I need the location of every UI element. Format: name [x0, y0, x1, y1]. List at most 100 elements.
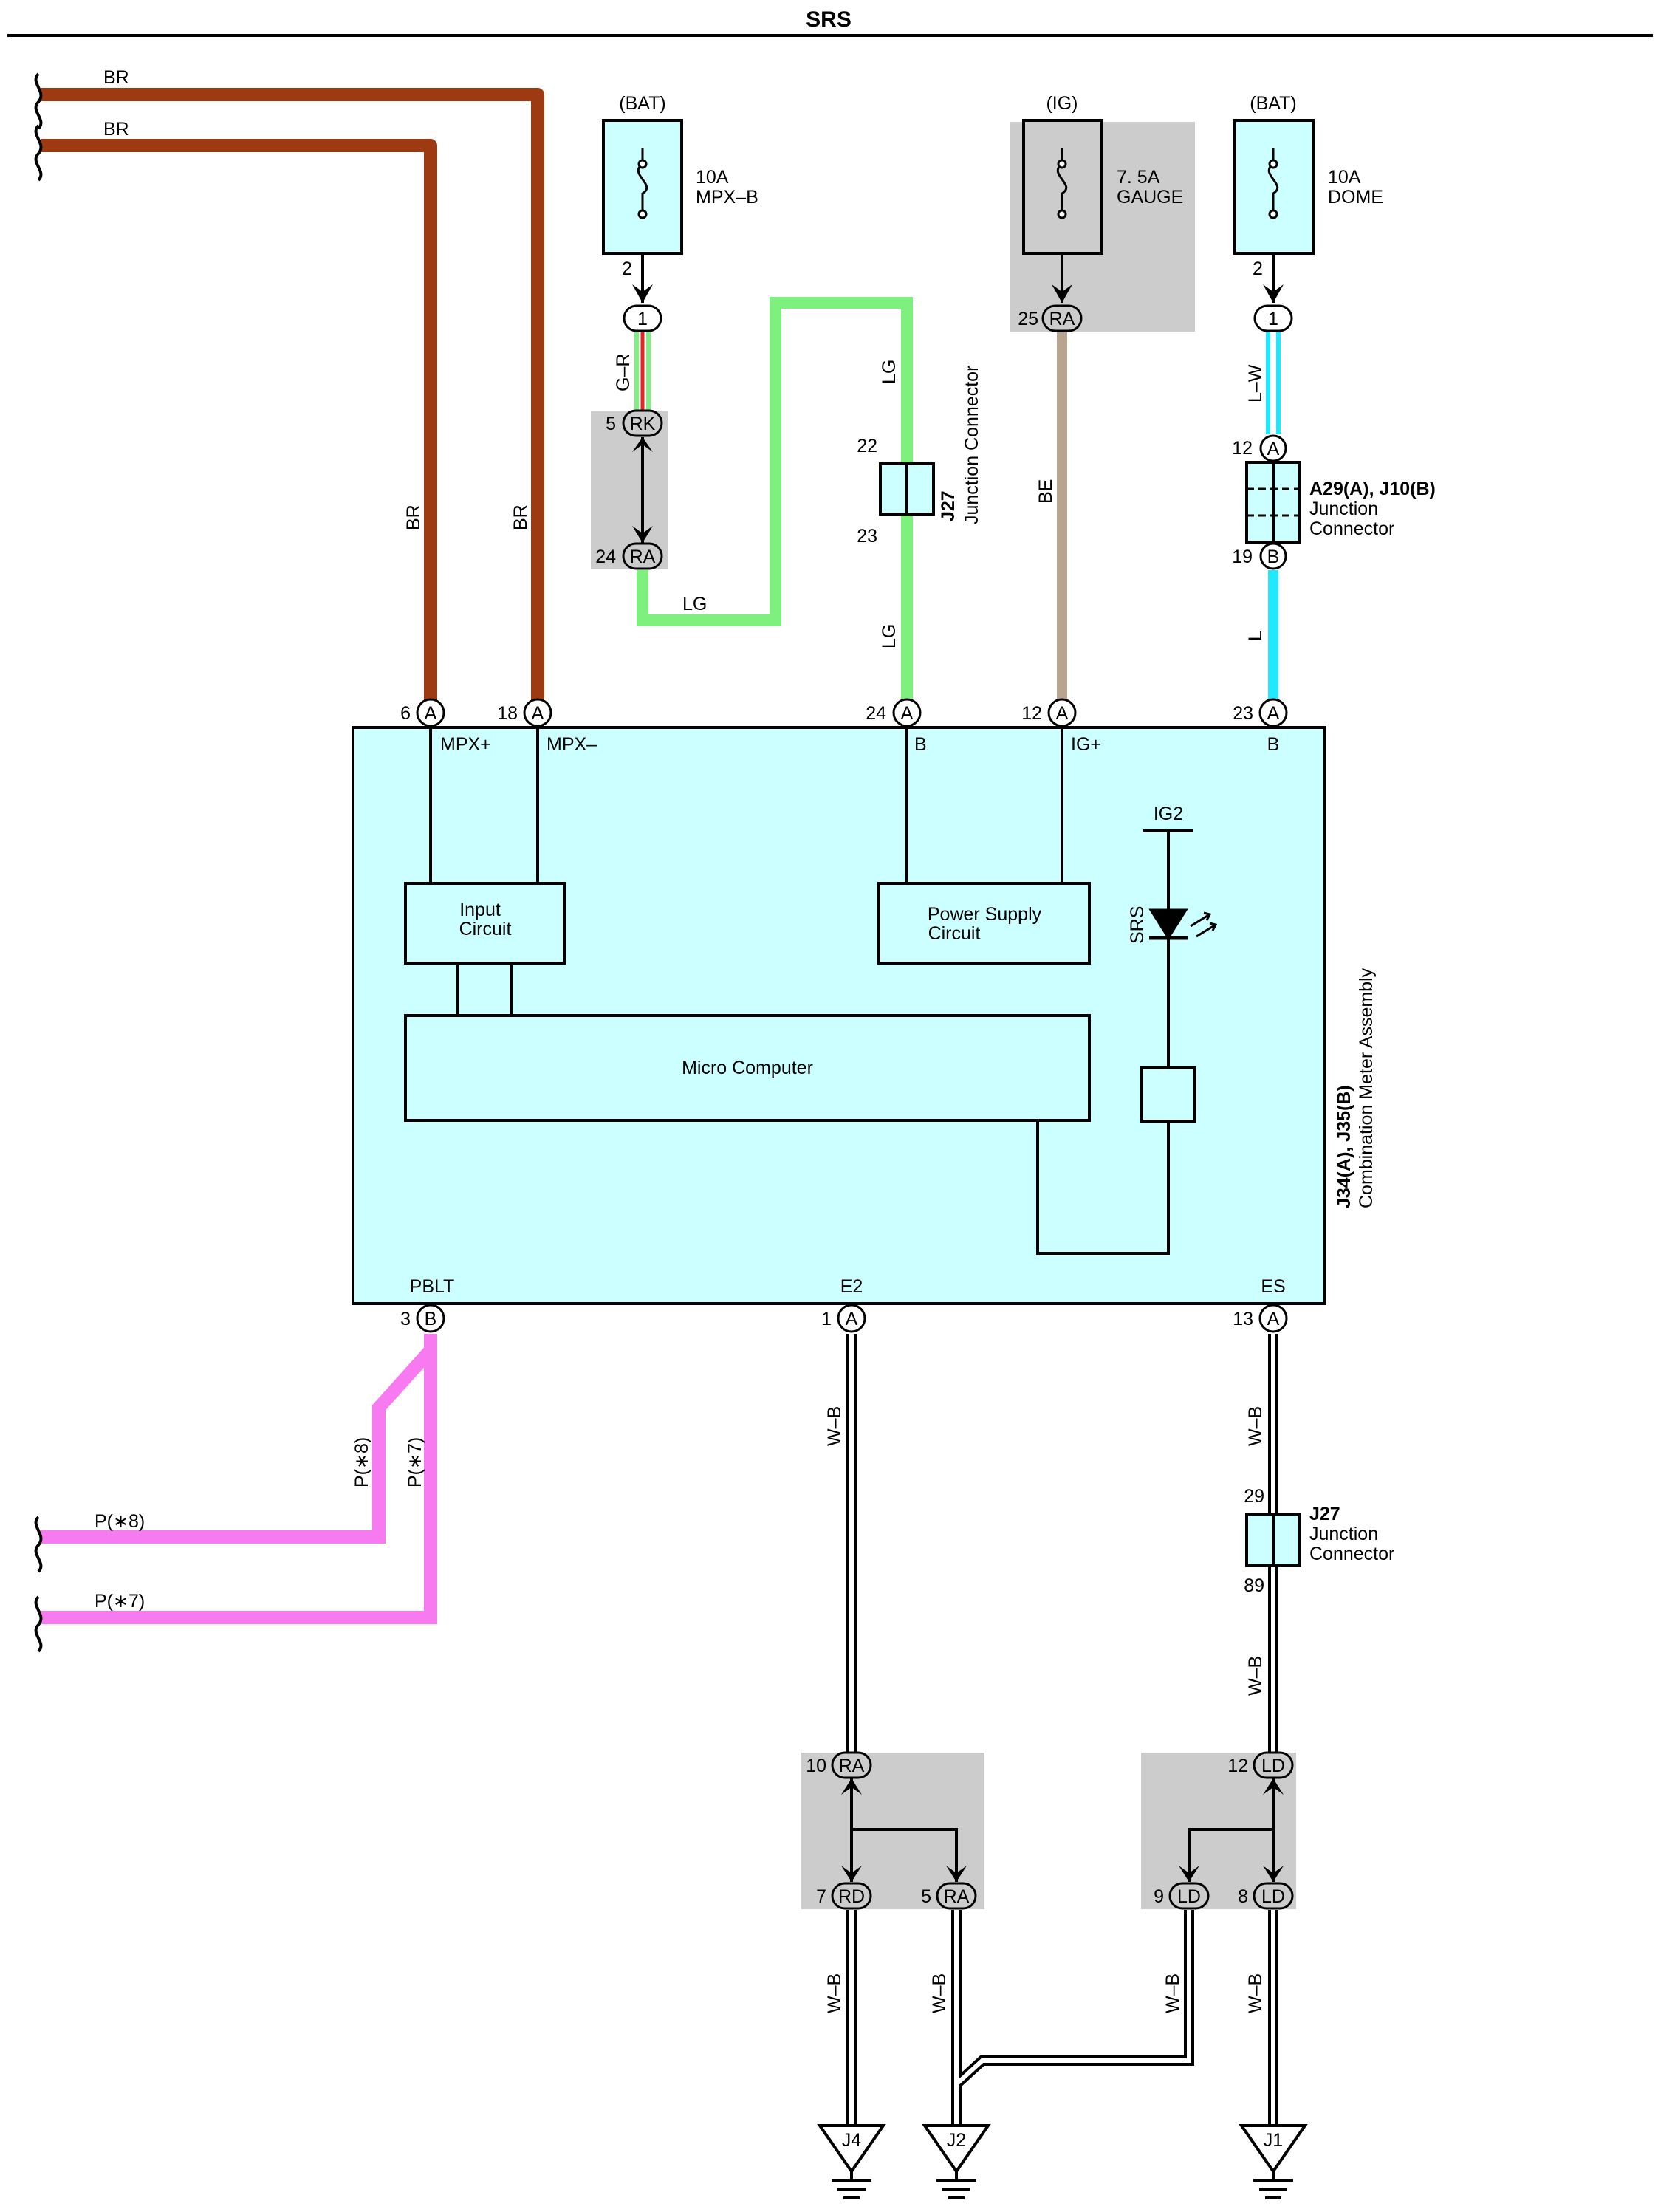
arrow-rd7-down	[841, 1866, 862, 1882]
terminal-a-23: A	[1258, 698, 1288, 727]
terminal-mpx-minus: MPX–	[547, 734, 597, 755]
junction-j27-bottom-label-1: Junction	[1309, 1524, 1378, 1544]
terminal-a-6: A	[416, 698, 445, 727]
shade-splice-rk	[591, 411, 668, 569]
pin-12-a29: 12	[1232, 438, 1253, 459]
svg-text:RK: RK	[630, 414, 656, 434]
pin-18: 18	[497, 703, 518, 724]
svg-text:RA: RA	[1049, 309, 1075, 329]
pin-5-ra: 5	[921, 1886, 931, 1907]
svg-text:J1: J1	[1264, 2130, 1283, 2151]
svg-text:A: A	[846, 1309, 858, 1329]
ground-j2: J2	[922, 2124, 991, 2199]
diagram-title: SRS	[806, 7, 852, 32]
pin-19: 19	[1232, 547, 1253, 567]
pin-7: 7	[816, 1886, 826, 1907]
fuse-dome-rating: 10A	[1328, 167, 1361, 188]
srs-driver-block	[1140, 1066, 1196, 1123]
fuse-mpxb-source: (BAT)	[619, 93, 665, 114]
terminal-pblt: PBLT	[410, 1276, 455, 1297]
pin-25: 25	[1018, 309, 1038, 329]
assembly-name: Combination Meter Assembly	[1356, 968, 1377, 1208]
pin-24-meter: 24	[866, 703, 886, 724]
ig2-label: IG2	[1154, 804, 1183, 824]
svg-text:A: A	[532, 703, 544, 724]
arrow-rk-up	[632, 437, 653, 452]
connector-ld-9: LD	[1168, 1882, 1210, 1910]
junction-j27-top-label: Junction Connector	[962, 366, 982, 524]
micro-computer-label: Micro Computer	[682, 1058, 813, 1078]
svg-text:J4: J4	[842, 2130, 862, 2151]
label-l-w: L–W	[1245, 364, 1266, 403]
connector-1-mpxb: 1	[623, 304, 662, 332]
connector-ld-12: LD	[1253, 1751, 1294, 1779]
break-mark-br-1	[34, 72, 43, 130]
splice-ra-branch	[852, 1828, 958, 1882]
junction-j27-bottom-id: J27	[1309, 1504, 1340, 1524]
connector-rk: RK	[622, 409, 663, 437]
fuse-mpxb-pin: 2	[622, 258, 632, 279]
fuse-dome-source: (BAT)	[1250, 93, 1296, 114]
junction-a29-label-2: Connector	[1309, 518, 1394, 539]
fuse-mpxb-terminal-bottom	[637, 209, 648, 219]
junction-a29-id: A29(A), J10(B)	[1309, 479, 1436, 499]
svg-text:LD: LD	[1261, 1756, 1285, 1776]
terminal-b-dome: B	[1267, 734, 1280, 755]
input-circuit-label-1: Input	[459, 900, 501, 920]
pin-8: 8	[1238, 1886, 1248, 1907]
connector-ra-splice: RA	[622, 542, 663, 570]
arrow-mpxb	[632, 284, 653, 303]
power-supply-label-1: Power Supply	[928, 904, 1042, 925]
splice-ld-branch	[1188, 1828, 1273, 1882]
label-wb-j2: W–B	[929, 1973, 950, 2013]
svg-text:A: A	[425, 703, 437, 724]
svg-text:RA: RA	[944, 1886, 970, 1907]
pin-24-ra: 24	[595, 547, 616, 567]
break-mark-p-1	[34, 1516, 43, 1573]
label-p7-vertical: P(∗7)	[405, 1437, 425, 1487]
arrow-dome	[1263, 284, 1284, 303]
svg-text:A: A	[1267, 439, 1280, 459]
connector-ra-gauge: RA	[1041, 304, 1083, 332]
pin-12-ld: 12	[1227, 1756, 1248, 1776]
label-wb-j4: W–B	[824, 1973, 845, 2013]
srs-light-arrow-2	[1196, 922, 1218, 938]
pin-23: 23	[857, 526, 877, 547]
pin-13: 13	[1233, 1309, 1253, 1329]
pin-9: 9	[1154, 1886, 1164, 1907]
fuse-dome-terminal-bottom	[1268, 209, 1278, 219]
svg-text:LD: LD	[1261, 1886, 1285, 1907]
terminal-mpx-plus: MPX+	[440, 734, 491, 755]
arrow-gauge	[1052, 284, 1072, 303]
wire-p-star7	[41, 1334, 437, 1624]
terminal-ig-plus: IG+	[1071, 734, 1101, 755]
ground-j1: J1	[1239, 2124, 1308, 2199]
assembly-id: J34(A), J35(B)	[1334, 1085, 1354, 1208]
pin-5-rk: 5	[606, 414, 616, 434]
fuse-dome-terminal-top	[1268, 159, 1278, 169]
pin-6: 6	[400, 703, 411, 724]
srs-led-label: SRS	[1127, 906, 1148, 944]
pin-10: 10	[806, 1756, 826, 1776]
pin-1: 1	[821, 1309, 832, 1329]
pin-12-meter: 12	[1021, 703, 1042, 724]
label-lg-lower: LG	[879, 624, 900, 648]
terminal-e2: E2	[840, 1276, 863, 1297]
fuse-dome-name: DOME	[1328, 187, 1383, 208]
svg-text:B: B	[425, 1309, 437, 1329]
label-wb-es-bottom: W–B	[1245, 1656, 1266, 1696]
pin-89: 89	[1244, 1575, 1264, 1596]
fuse-gauge-box	[1022, 119, 1103, 255]
srs-led-icon	[1148, 908, 1188, 940]
wire-p-star8	[41, 1345, 436, 1544]
label-wb-j1: W–B	[1245, 1973, 1266, 2013]
micro-to-driver	[1036, 1120, 1170, 1255]
input-circuit-label-2: Circuit	[459, 919, 512, 939]
junction-j27-top-id: J27	[938, 490, 959, 521]
svg-text:RD: RD	[838, 1886, 865, 1907]
label-wb-e2: W–B	[824, 1406, 845, 1446]
fuse-dome-box	[1233, 119, 1315, 255]
connector-a-12: A	[1259, 434, 1287, 462]
label-br-vert-1: BR	[403, 504, 424, 530]
connector-1-dome: 1	[1253, 304, 1293, 332]
